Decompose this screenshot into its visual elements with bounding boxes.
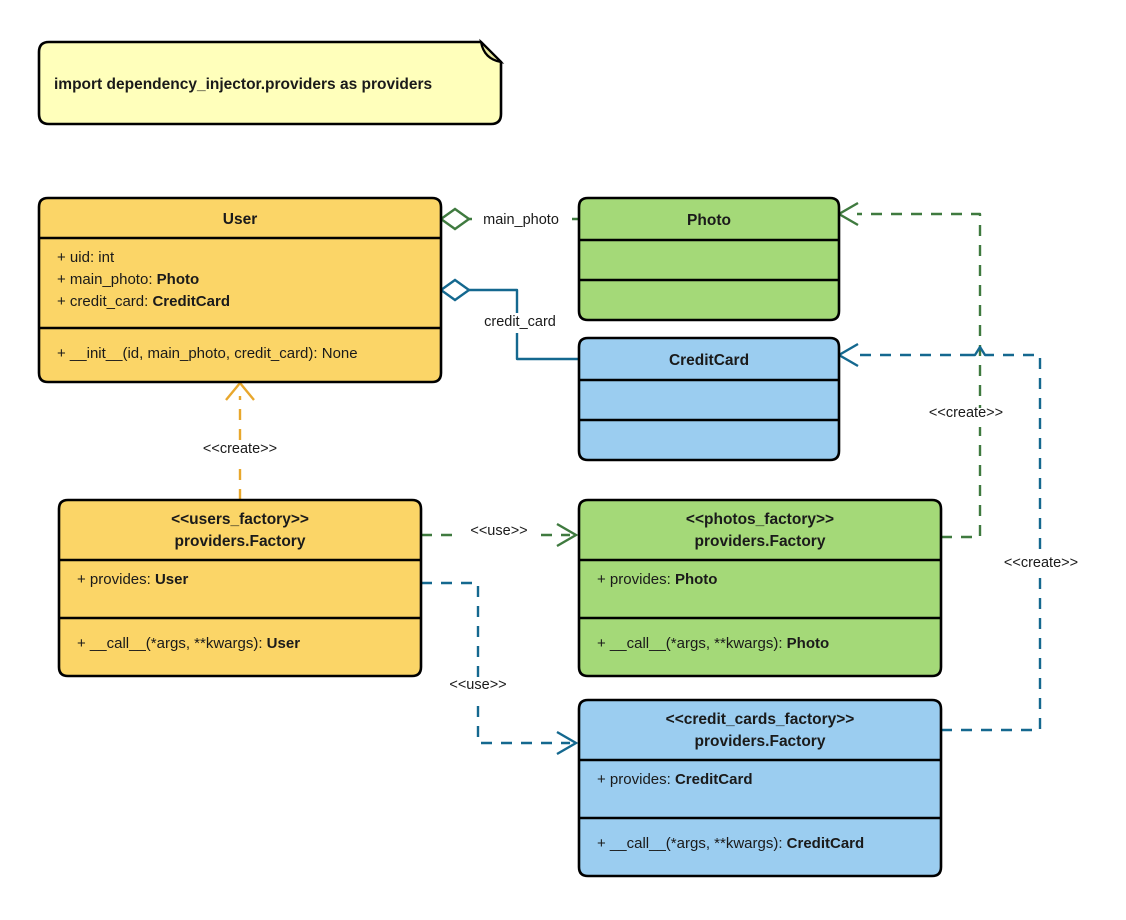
class-name: providers.Factory [695,733,826,750]
edge-credit-card: credit_card [438,278,579,361]
class-attribute: + main_photo: Photo [57,271,199,288]
create-user-label-bg [190,444,292,463]
note-fold-corner [479,38,505,64]
class-name: providers.Factory [695,533,826,550]
class-box-shape [57,498,423,678]
class-attribute: + provides: CreditCard [597,771,752,788]
class-attribute: + provides: Photo [597,571,717,588]
create-photo-label-bg [915,408,1017,427]
class-method: + __call__(*args, **kwargs): User [77,635,300,652]
class-box-photos_factory[interactable]: <<photos_factory>> providers.Factory + pro… [577,498,943,678]
class-attribute: + provides: User [77,571,188,588]
note-shape [37,40,503,126]
class-stereotype: <<credit_cards_factory>> [666,711,855,728]
class-box-shape [577,196,841,322]
class-method: + __call__(*args, **kwargs): CreditCard [597,835,864,852]
class-box-credit_cards_factory[interactable]: <<credit_cards_factory>> providers.Factor… [577,698,943,878]
class-box-users_factory[interactable]: <<users_factory>> providers.Factory + prov… [57,498,423,678]
class-box-creditcard[interactable]: CreditCard [577,336,841,462]
class-attribute: + credit_card: CreditCard [57,293,230,310]
main-photo-label-bg [472,210,572,229]
create-credit-card-label: <<create>> [1004,555,1078,571]
class-box-user[interactable]: User + uid: int + main_photo: Photo + credi… [37,196,443,384]
create-photo-arrowhead [836,201,859,227]
class-name: Photo [687,212,731,229]
main-photo-label: main_photo [483,212,559,228]
create-photo-line [857,212,982,539]
credit-card-label: credit_card [484,314,556,330]
edge-users-uses-photos: <<use>> [421,522,579,548]
edge-main-photo: main_photo [438,207,579,231]
aggregation-diamond-main-photo [438,207,472,231]
class-box-shape [37,196,443,384]
credit-card-label-bg [466,313,576,333]
class-box-photo[interactable]: Photo [577,196,841,322]
aggregation-diamond-credit-card [438,278,472,302]
import-note: import dependency_injector.providers as … [37,38,505,126]
class-name: CreditCard [669,352,749,369]
class-stereotype: <<photos_factory>> [686,511,834,528]
class-method: + __call__(*args, **kwargs): Photo [597,635,829,652]
class-box-shape [577,698,943,878]
class-name: providers.Factory [175,533,306,550]
create-credit-card-arrowhead [836,342,859,368]
class-boxes-layer: User + uid: int + main_photo: Photo + credi… [37,196,943,878]
use-photos-label: <<use>> [470,523,527,539]
line-hop-arc [971,345,989,357]
use-credit-cards-label: <<use>> [449,677,506,693]
create-photo-label: <<create>> [929,405,1003,421]
edge-photos-creates-photo: <<create>> [836,201,1017,539]
use-credit-cards-arrowhead [556,730,579,756]
class-box-shape [577,498,943,678]
create-user-label: <<create>> [203,441,277,457]
class-method: + __init__(id, main_photo, credit_card):… [57,345,358,362]
edge-users-uses-credit-cards: <<use>> [421,581,579,756]
class-attribute: + uid: int [57,249,115,266]
class-box-shape [577,336,841,462]
use-credit-cards-label-bg [437,681,519,699]
note-text: import dependency_injector.providers as … [54,76,432,93]
create-credit-card-label-bg [990,558,1092,577]
use-photos-arrowhead [556,522,579,548]
use-credit-cards-line [421,581,570,745]
edge-users-factory-creates-user: <<create>> [190,381,292,500]
use-photos-label-bg [460,527,540,545]
create-credit-card-line-right [941,353,1042,732]
class-stereotype: <<users_factory>> [171,511,309,528]
class-name: User [223,211,257,228]
